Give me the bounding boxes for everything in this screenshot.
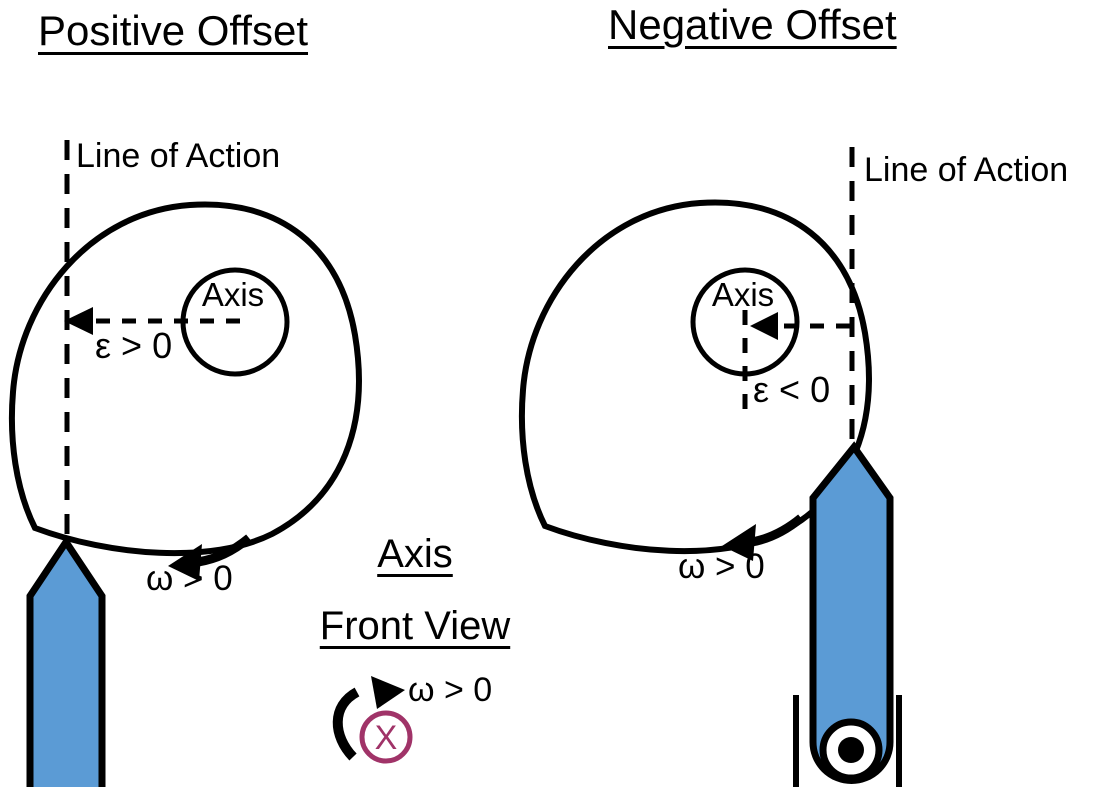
offset-arrowhead-left (64, 307, 93, 335)
rotation-arrow-left (197, 534, 252, 567)
rotation-arrowhead-right (722, 524, 756, 561)
omega-label-right: ω > 0 (678, 547, 765, 586)
positive-offset-title: Positive Offset (38, 7, 309, 54)
front-view-axis-heading: Axis (377, 532, 453, 576)
front-view-heading: Front View (319, 604, 511, 648)
front-view-rotation-arrow (332, 687, 360, 761)
front-view-omega-label: ω > 0 (408, 671, 493, 709)
axis-into-page-symbol: X (375, 719, 398, 757)
line-of-action-label-right: Line of Action (864, 151, 1069, 189)
omega-label-left: ω > 0 (146, 559, 233, 598)
axis-label-left: Axis (201, 276, 265, 313)
offset-arrowhead-right (750, 312, 778, 340)
negative-offset-title: Negative Offset (608, 1, 897, 48)
offset-value-label-right: ε < 0 (753, 369, 831, 410)
cam-profile-left (8, 201, 362, 557)
front-view-rotation-arrowhead (371, 676, 405, 709)
follower-left (26, 535, 106, 787)
rotation-arrow-right (751, 514, 804, 547)
offset-value-label-left: ε > 0 (95, 325, 173, 366)
rotation-arrowhead-left (168, 544, 202, 581)
line-of-action-label-left: Line of Action (76, 137, 281, 175)
axis-into-page-icon (359, 710, 413, 764)
axis-label-right: Axis (711, 276, 775, 313)
roller-pin (838, 737, 864, 763)
